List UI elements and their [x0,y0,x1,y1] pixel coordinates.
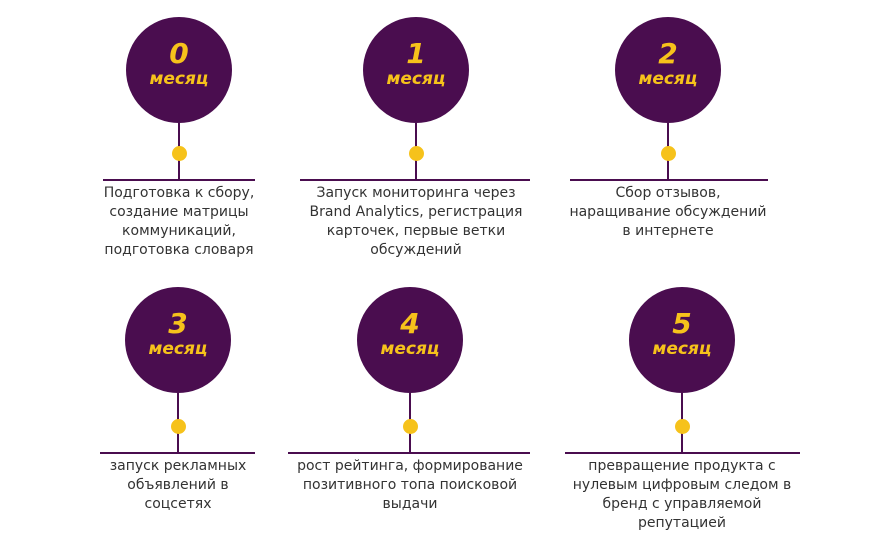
month-circle: 0 месяц [126,17,232,123]
month-number: 1 [406,37,426,70]
month-label: месяц [638,69,698,89]
step-description: Запуск мониторинга через Brand Analytics… [309,185,523,258]
step-description: рост рейтинга, формирование позитивного … [297,458,523,512]
month-label: месяц [380,339,440,359]
month-circle: 5 месяц [629,287,735,393]
milestone-dot [171,419,186,434]
divider-line [288,452,530,454]
month-circle: 2 месяц [615,17,721,123]
milestone-dot [661,146,676,161]
month-label: месяц [148,339,208,359]
month-number: 0 [169,37,189,70]
step-description: превращение продукта с нулевым цифровым … [572,458,792,531]
month-label: месяц [386,69,446,89]
month-circle: 1 месяц [363,17,469,123]
step-description: Подготовка к сбору, создание матрицы ком… [103,185,255,258]
divider-line [565,452,800,454]
month-label: месяц [149,69,209,89]
month-circle: 4 месяц [357,287,463,393]
month-circle: 3 месяц [125,287,231,393]
divider-line [570,179,768,181]
divider-line [100,452,255,454]
month-number: 3 [168,307,188,340]
step-description: Сбор отзывов, наращивание обсуждений в и… [569,185,767,239]
month-label: месяц [652,339,712,359]
month-number: 4 [400,307,420,340]
milestone-dot [172,146,187,161]
milestone-dot [675,419,690,434]
month-number: 5 [672,307,692,340]
milestone-dot [409,146,424,161]
month-number: 2 [658,37,678,70]
step-description: запуск рекламных объявлений в соцсетях [109,458,247,512]
milestone-dot [403,419,418,434]
divider-line [300,179,530,181]
divider-line [103,179,255,181]
